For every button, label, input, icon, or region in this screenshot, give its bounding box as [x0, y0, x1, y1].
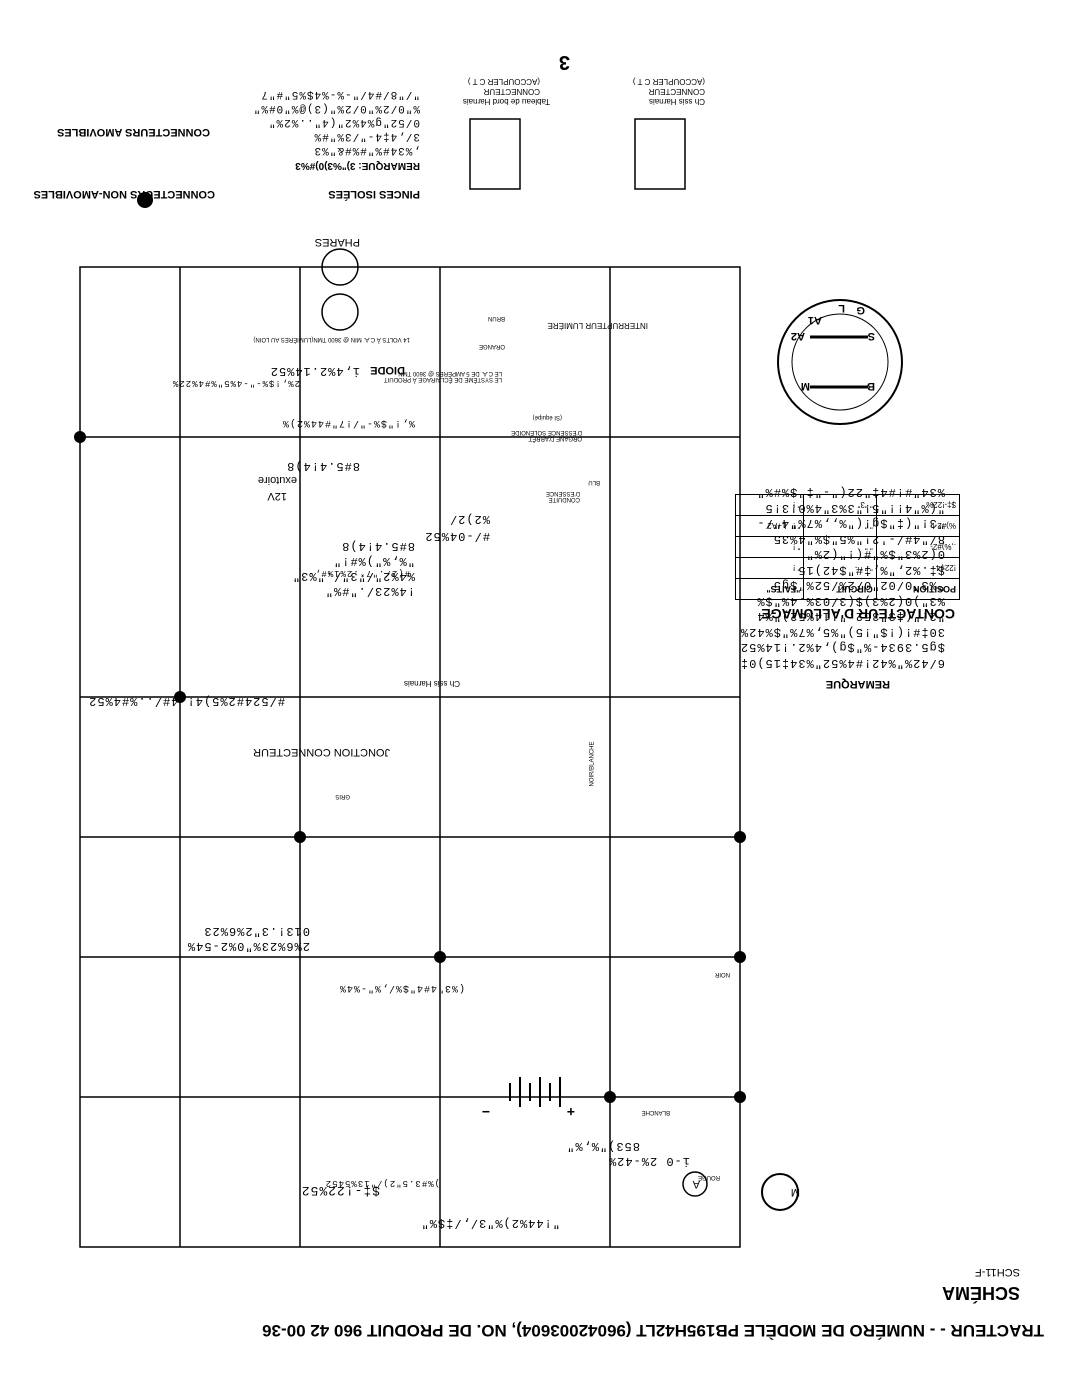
ammeter-symbol: [682, 1171, 708, 1197]
battery: [509, 1077, 561, 1107]
terminal-g: G: [856, 304, 865, 316]
starter-motor-symbol: [761, 1173, 799, 1211]
terminal-a2: A2: [791, 330, 805, 342]
connector-blocks: [469, 118, 686, 190]
terminal-s: S: [868, 330, 875, 342]
headlights: [321, 248, 359, 331]
terminal-a1: A1: [808, 314, 822, 326]
terminal-m: M: [801, 380, 810, 392]
junction-dots: [74, 192, 746, 1103]
ignition-switch: B M S A2 A1 L G: [777, 299, 903, 425]
wire-frame: [79, 266, 741, 1248]
wiring: [79, 266, 741, 1248]
terminal-l: L: [838, 302, 845, 314]
terminal-b: B: [867, 380, 875, 392]
